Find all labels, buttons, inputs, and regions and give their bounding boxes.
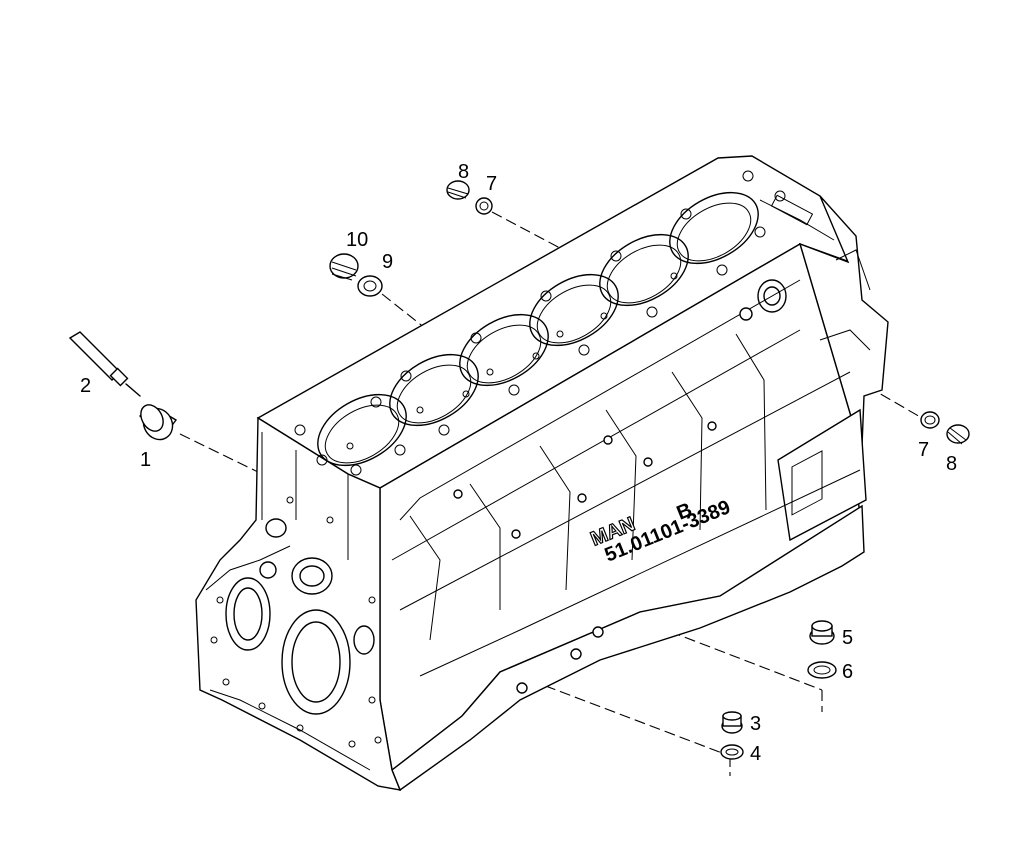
engine-block (195, 155, 889, 792)
side-bolts (453, 307, 753, 694)
part-6-seal-ring (807, 661, 837, 679)
callout-2: 2 (80, 375, 91, 397)
part-8-top-plug (446, 180, 470, 200)
callout-7-right: 7 (918, 439, 929, 461)
callout-9: 9 (382, 251, 393, 273)
head-bolt-holes (294, 170, 786, 476)
part-9-seal-ring (357, 275, 383, 297)
callout-3: 3 (750, 713, 761, 735)
part-7-right-seal-ring (920, 411, 940, 429)
callout-8-right: 8 (946, 453, 957, 475)
callout-labels: 1 2 3 4 5 6 7 8 7 8 9 10 (80, 161, 957, 765)
part-10-plug (329, 253, 359, 281)
part-2-sealant-tube (68, 331, 141, 397)
part-3-plug (721, 711, 743, 734)
front-bolt-holes (210, 496, 382, 748)
block-front-face (195, 416, 402, 791)
callout-8-top: 8 (458, 161, 469, 183)
callout-4: 4 (750, 743, 761, 765)
part-4-seal-ring (720, 744, 744, 760)
block-skirt (391, 504, 865, 792)
callout-5: 5 (842, 627, 853, 649)
part-7-top-seal-ring (475, 197, 493, 215)
part-5-plug (809, 620, 835, 645)
part-1-cup-plug (138, 404, 178, 441)
callout-6: 6 (842, 661, 853, 683)
cylinder-bores (317, 191, 759, 467)
side-ribs (391, 279, 861, 677)
callout-7-top: 7 (486, 173, 497, 195)
callout-10: 10 (346, 229, 368, 251)
part-8-right-plug (946, 424, 970, 445)
block-rear-end (798, 195, 889, 447)
callout-1: 1 (140, 449, 151, 471)
